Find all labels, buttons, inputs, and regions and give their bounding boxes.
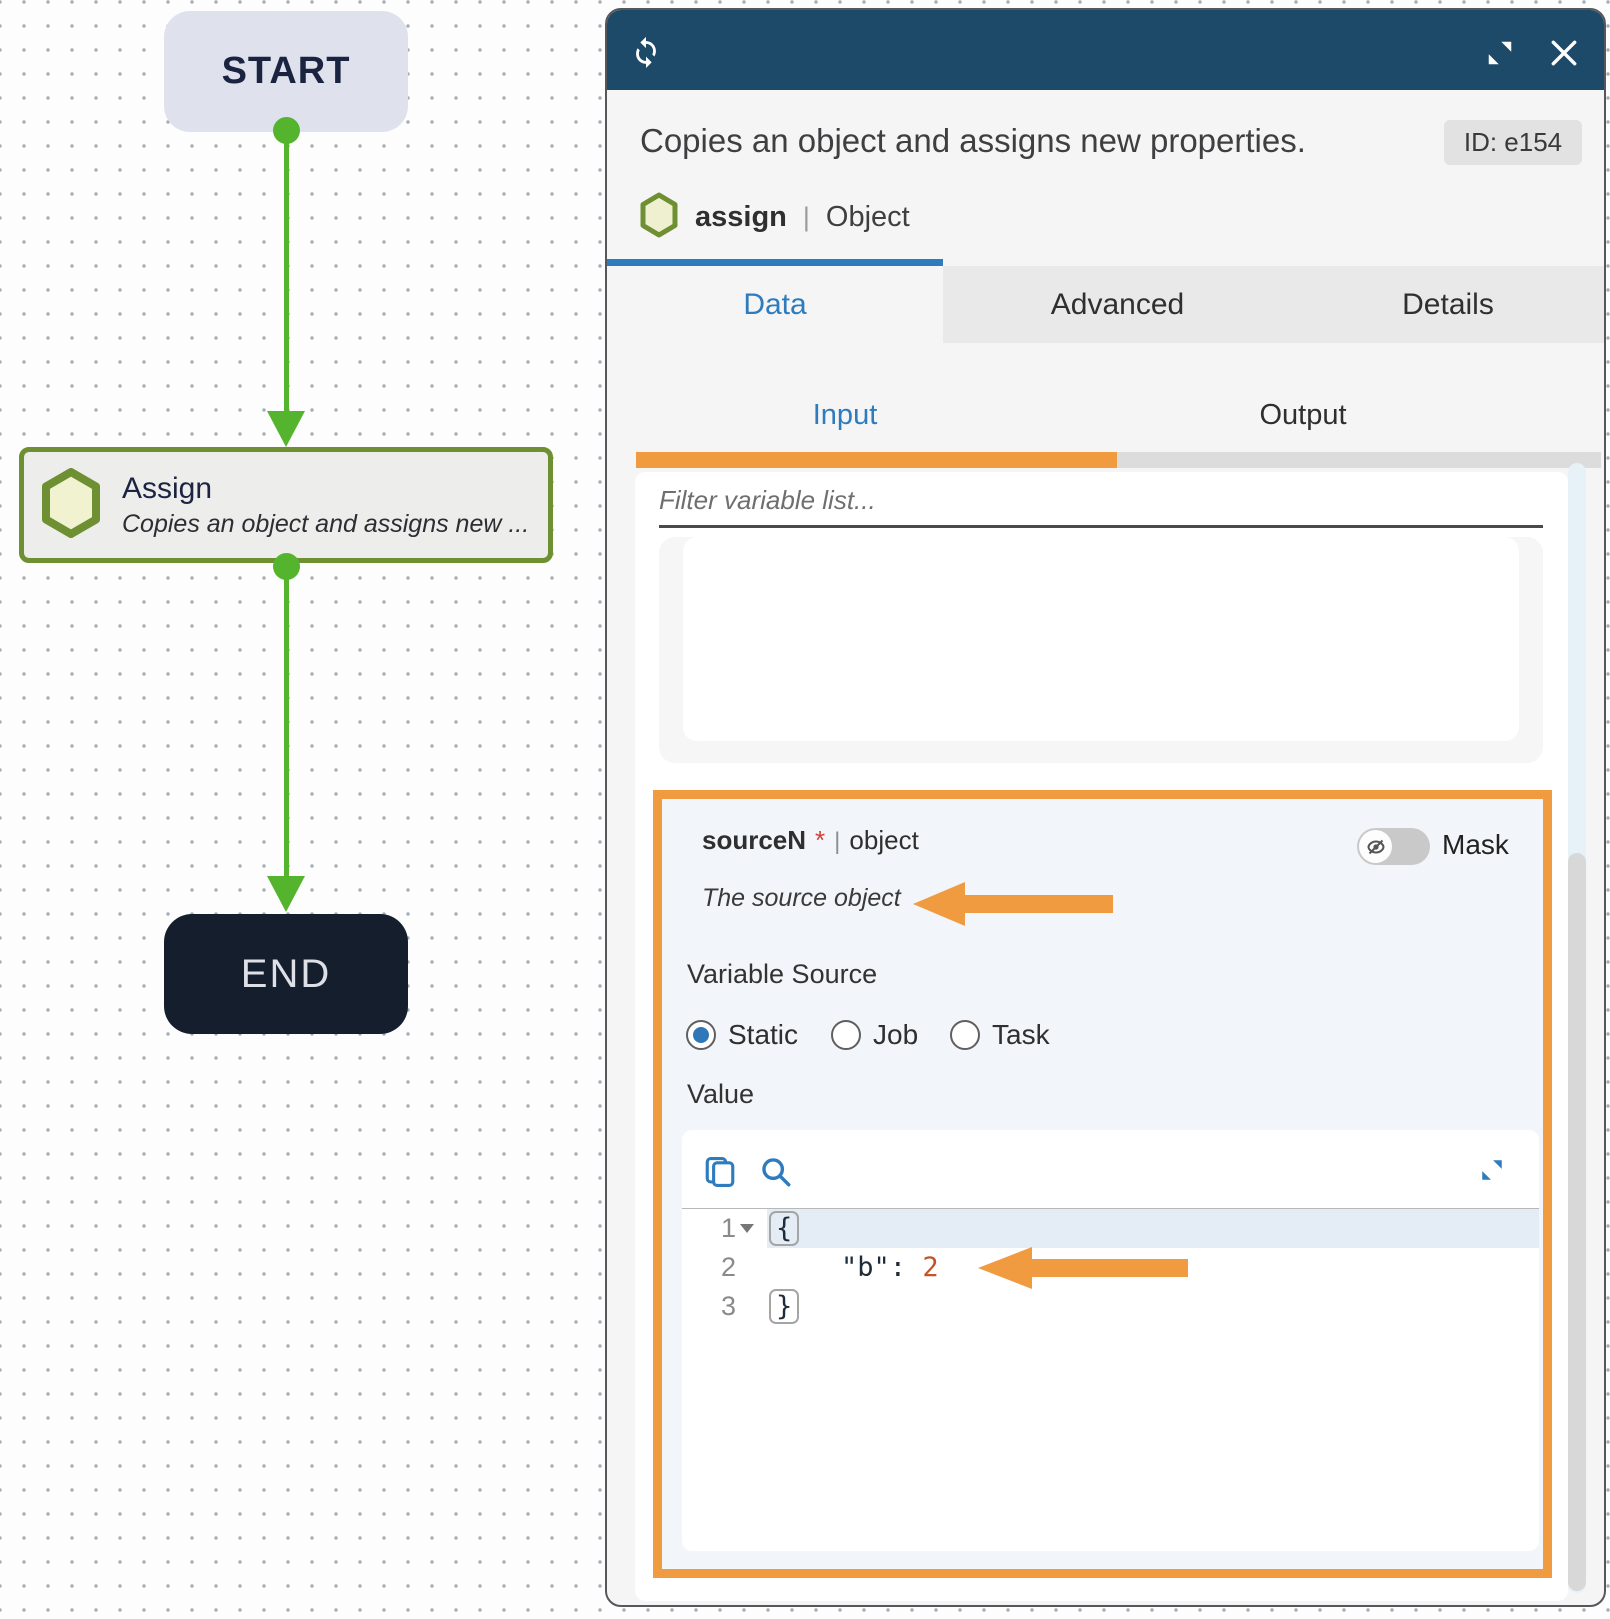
gutter: 1 [682, 1209, 767, 1248]
tab-bar: Data Advanced Details [607, 266, 1604, 343]
required-marker: * [815, 825, 825, 856]
eye-off-icon [1359, 830, 1392, 863]
json-value: 2 [922, 1252, 938, 1283]
gutter: 2 [682, 1248, 767, 1287]
edge-arrowhead-icon [267, 411, 305, 447]
field-description: The source object [702, 884, 901, 913]
flow-node-start[interactable]: START [164, 11, 408, 132]
json-key: "b" [841, 1252, 890, 1283]
properties-panel: Copies an object and assigns new propert… [605, 8, 1606, 1607]
sync-icon[interactable] [625, 30, 667, 72]
variable-source-label: Variable Source [687, 959, 877, 990]
expand-icon[interactable] [1483, 36, 1517, 70]
tab-details[interactable]: Details [1292, 266, 1604, 343]
flow-canvas: START Assign Copies an object and assign… [0, 0, 605, 1619]
gutter: 3 [682, 1287, 767, 1326]
radio-label: Static [728, 1019, 798, 1051]
field-type: object [849, 825, 918, 856]
step-separator: | [803, 202, 810, 233]
flow-node-end[interactable]: END [164, 914, 408, 1034]
value-label: Value [687, 1079, 754, 1110]
mask-label: Mask [1442, 829, 1509, 861]
tab-advanced[interactable]: Advanced [943, 266, 1292, 343]
step-name: assign [695, 201, 787, 234]
active-tab-indicator [607, 259, 943, 266]
tab-input[interactable]: Input [695, 395, 995, 435]
flow-edge [284, 130, 289, 412]
radio-label: Task [992, 1019, 1050, 1051]
annotation-arrow-icon [978, 1245, 1188, 1296]
flow-edge [284, 566, 289, 878]
filter-variable-input[interactable] [659, 476, 1543, 528]
caret-down-icon[interactable] [736, 1224, 758, 1233]
variable-list-container [659, 537, 1543, 763]
radio-selected-icon [686, 1020, 716, 1050]
field-label-row: sourceN * | object [702, 825, 919, 856]
radio-label: Job [873, 1019, 918, 1051]
line-number: 1 [702, 1213, 736, 1244]
radio-static[interactable]: Static [686, 1017, 798, 1053]
tab-data[interactable]: Data [607, 266, 943, 343]
source-field-section: sourceN * | object Mask The source objec… [653, 790, 1552, 1578]
line-number: 3 [702, 1291, 736, 1322]
expand-editor-icon[interactable] [1478, 1156, 1506, 1184]
page-title: Copies an object and assigns new propert… [640, 122, 1430, 160]
step-identity: assign | Object [639, 193, 910, 241]
node-subtitle: Copies an object and assigns new ... [122, 510, 529, 539]
close-icon[interactable] [1545, 34, 1583, 72]
copy-icon[interactable] [702, 1154, 738, 1190]
radio-unselected-icon [831, 1020, 861, 1050]
field-name: sourceN [702, 825, 806, 856]
scrollbar-thumb[interactable] [1568, 853, 1586, 1591]
radio-unselected-icon [950, 1020, 980, 1050]
mask-toggle[interactable] [1357, 828, 1430, 865]
close-brace: } [769, 1289, 799, 1324]
search-icon[interactable] [758, 1154, 794, 1190]
annotation-arrow-icon [913, 879, 1113, 934]
field-separator: | [834, 828, 840, 856]
flow-node-assign[interactable]: Assign Copies an object and assigns new … [19, 447, 553, 563]
radio-task[interactable]: Task [950, 1017, 1050, 1053]
input-tab-content: sourceN * | object Mask The source objec… [635, 472, 1568, 1601]
json-value-editor[interactable]: 1 { 2 "b": 2 3 } [682, 1130, 1539, 1551]
line-number: 2 [702, 1252, 736, 1283]
id-badge: ID: e154 [1444, 120, 1582, 165]
tab-output[interactable]: Output [1153, 395, 1453, 435]
variable-list [683, 537, 1519, 741]
radio-job[interactable]: Job [831, 1017, 918, 1053]
progress-fill [636, 452, 1117, 468]
hexagon-icon [40, 468, 102, 543]
node-title: Assign [122, 472, 529, 506]
hexagon-icon [639, 192, 679, 243]
code-line[interactable]: 1 { [682, 1209, 1539, 1248]
edge-arrowhead-icon [267, 876, 305, 912]
open-brace: { [769, 1211, 799, 1246]
json-colon: : [890, 1252, 906, 1283]
panel-header-bar [607, 10, 1604, 90]
input-progress-bar [636, 452, 1601, 468]
step-type: Object [826, 201, 910, 234]
